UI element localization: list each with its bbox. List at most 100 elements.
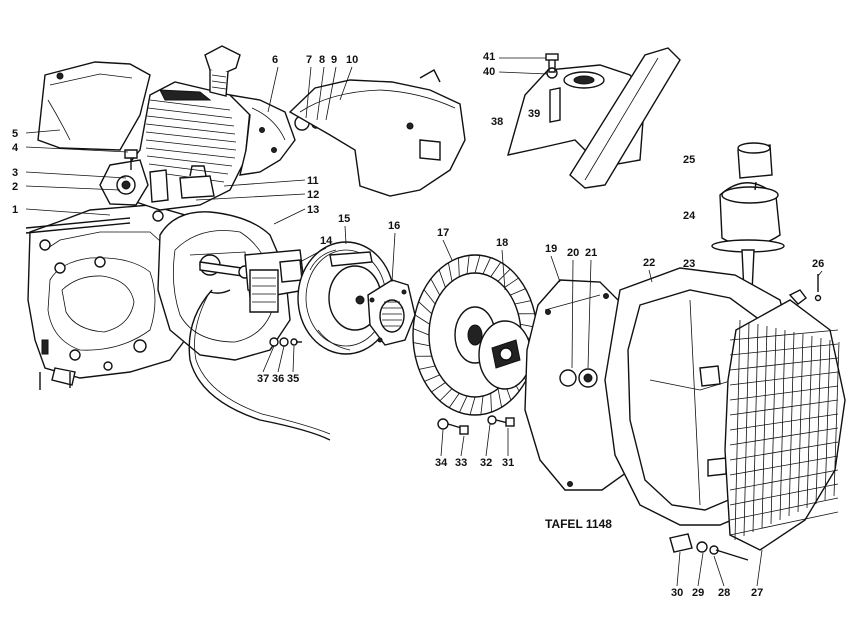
rubber-mount	[711, 142, 785, 293]
fan-blade	[424, 374, 440, 382]
leader-line	[648, 269, 653, 283]
fan-blade	[438, 269, 446, 288]
callout-5: 5	[12, 128, 18, 140]
fan-hub	[367, 279, 416, 346]
callout-41: 41	[483, 51, 495, 63]
callout-17: 17	[437, 227, 449, 239]
ignition-cable	[188, 289, 331, 441]
stator-plate	[157, 211, 291, 361]
small-pin	[814, 274, 822, 302]
leader-line	[223, 179, 306, 187]
callout-3: 3	[12, 167, 18, 179]
fan-blade	[413, 342, 430, 347]
top-cover	[288, 69, 466, 197]
grille-wire	[797, 333, 804, 513]
callout-33: 33	[455, 457, 467, 469]
grille-wire	[729, 469, 839, 491]
fan-center	[478, 320, 532, 390]
fan-blade	[423, 289, 436, 305]
leader-line	[440, 429, 444, 457]
grille-wire	[734, 319, 741, 541]
leader-line	[713, 555, 725, 587]
leader-line	[587, 259, 592, 369]
leader-line	[25, 185, 121, 191]
fan-blade	[482, 257, 491, 275]
callout-12: 12	[307, 189, 319, 201]
leader-line	[571, 259, 574, 369]
callout-34: 34	[435, 457, 448, 469]
fan-blade	[469, 396, 476, 415]
cylinder-shroud	[227, 93, 296, 176]
callout-28: 28	[718, 587, 730, 599]
callout-22: 22	[643, 257, 655, 269]
fan-blade	[474, 255, 481, 274]
callout-29: 29	[692, 587, 704, 599]
fan-blade	[490, 262, 502, 277]
callout-27: 27	[751, 587, 763, 599]
leader-line	[25, 208, 111, 216]
grille-wire	[815, 337, 822, 505]
callout-6: 6	[272, 54, 278, 66]
leader-line	[299, 247, 327, 263]
leader-line	[501, 249, 506, 291]
callout-30: 30	[671, 587, 683, 599]
callout-32: 32	[480, 457, 492, 469]
leader-line	[325, 66, 337, 121]
callout-40: 40	[483, 66, 495, 78]
fan-blade	[418, 301, 433, 315]
callout-26: 26	[812, 258, 824, 270]
grille-wire	[761, 325, 768, 529]
fan-blade	[490, 393, 492, 413]
callout-8: 8	[319, 54, 325, 66]
callout-13: 13	[307, 204, 319, 216]
callout-15: 15	[338, 213, 350, 225]
leader-line	[262, 345, 275, 373]
fan-grille	[724, 289, 846, 551]
leader-line	[277, 345, 285, 373]
grille-wire	[729, 441, 839, 461]
plate-caption: TAFEL 1148	[545, 517, 612, 531]
leader-lines	[25, 57, 823, 587]
leader-line	[460, 435, 465, 457]
leader-line	[339, 66, 353, 101]
fan-blade	[439, 388, 453, 402]
left-shroud	[37, 61, 151, 151]
grille-wire	[770, 327, 777, 525]
leader-line	[697, 552, 704, 587]
leader-line	[498, 71, 549, 75]
callout-19: 19	[545, 243, 557, 255]
grille-wire	[729, 413, 839, 431]
grille-wire	[729, 511, 839, 536]
leader-line	[292, 345, 295, 373]
grille-wire	[729, 399, 839, 416]
callout-1: 1	[12, 204, 18, 216]
crankcase	[25, 204, 201, 390]
fan-blade	[510, 288, 526, 296]
leader-line	[756, 549, 763, 587]
fan-blade	[431, 382, 446, 393]
fan-blade	[414, 314, 430, 325]
callout-39: 39	[528, 108, 540, 120]
fan-blade	[480, 396, 484, 415]
fan-blade	[447, 262, 453, 282]
grille-wire	[752, 323, 759, 533]
fan-blade	[459, 395, 468, 413]
callout-7: 7	[306, 54, 312, 66]
grille-wire	[729, 343, 839, 356]
housing-screws	[669, 533, 749, 561]
leader-line	[817, 270, 823, 277]
callout-23: 23	[683, 258, 695, 270]
fan-blade	[514, 300, 532, 305]
fan-blade	[497, 388, 503, 408]
callout-18: 18	[496, 237, 508, 249]
leader-line	[25, 171, 127, 179]
fan-screws	[437, 415, 515, 435]
callout-21: 21	[585, 247, 597, 259]
grille-wire	[729, 497, 839, 521]
leader-line	[550, 255, 561, 283]
callout-20: 20	[567, 247, 579, 259]
fan-blade	[466, 255, 470, 274]
callout-10: 10	[346, 54, 358, 66]
callout-9: 9	[331, 54, 337, 66]
